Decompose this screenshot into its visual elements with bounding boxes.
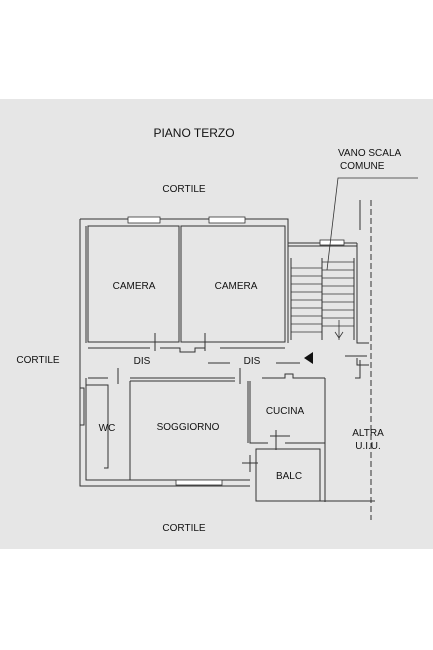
room-label-soggiorno: SOGGIORNO: [156, 422, 220, 433]
room-label-cucina: CUCINA: [265, 406, 305, 417]
stair-label: VANO SCALA COMUNE: [338, 147, 401, 173]
window-camera-1: [127, 216, 161, 224]
floor-plan-sheet: [0, 99, 433, 549]
courtyard-top-label: CORTILE: [162, 184, 206, 195]
stair-steps: [291, 261, 354, 340]
stair-label-line1: VANO SCALA: [338, 148, 402, 159]
courtyard-left-label: CORTILE: [16, 355, 60, 366]
balc-room: [255, 448, 321, 502]
window-camera-2: [208, 216, 246, 224]
plan-title: PIANO TERZO: [153, 126, 235, 140]
entrance-marker: [304, 352, 313, 364]
cucina-room: [249, 381, 268, 444]
neighbor-label-line1: ALTRA: [352, 428, 384, 439]
room-label-balc: BALC: [275, 471, 303, 482]
outer-wall-left-bottom: [79, 219, 250, 487]
window-soggiorno: [175, 479, 223, 486]
neighbor-label-line2: U.I.U.: [355, 441, 381, 452]
room-label-wc: WC: [98, 423, 116, 434]
courtyard-bottom-label: CORTILE: [162, 523, 206, 534]
room-label-camera-1: CAMERA: [112, 281, 156, 292]
camera-1-room: [87, 225, 180, 343]
neighbor-unit-label: ALTRA U.I.U.: [352, 427, 384, 453]
room-label-camera-2: CAMERA: [214, 281, 258, 292]
room-label-dis-1: DIS: [133, 356, 151, 367]
stair-label-leader: [326, 177, 418, 271]
stair-label-line2: COMUNE: [340, 161, 385, 172]
wc-room: [86, 384, 109, 469]
room-label-dis-2: DIS: [243, 356, 261, 367]
camera-2-room: [180, 225, 286, 343]
window-stair: [319, 239, 345, 246]
